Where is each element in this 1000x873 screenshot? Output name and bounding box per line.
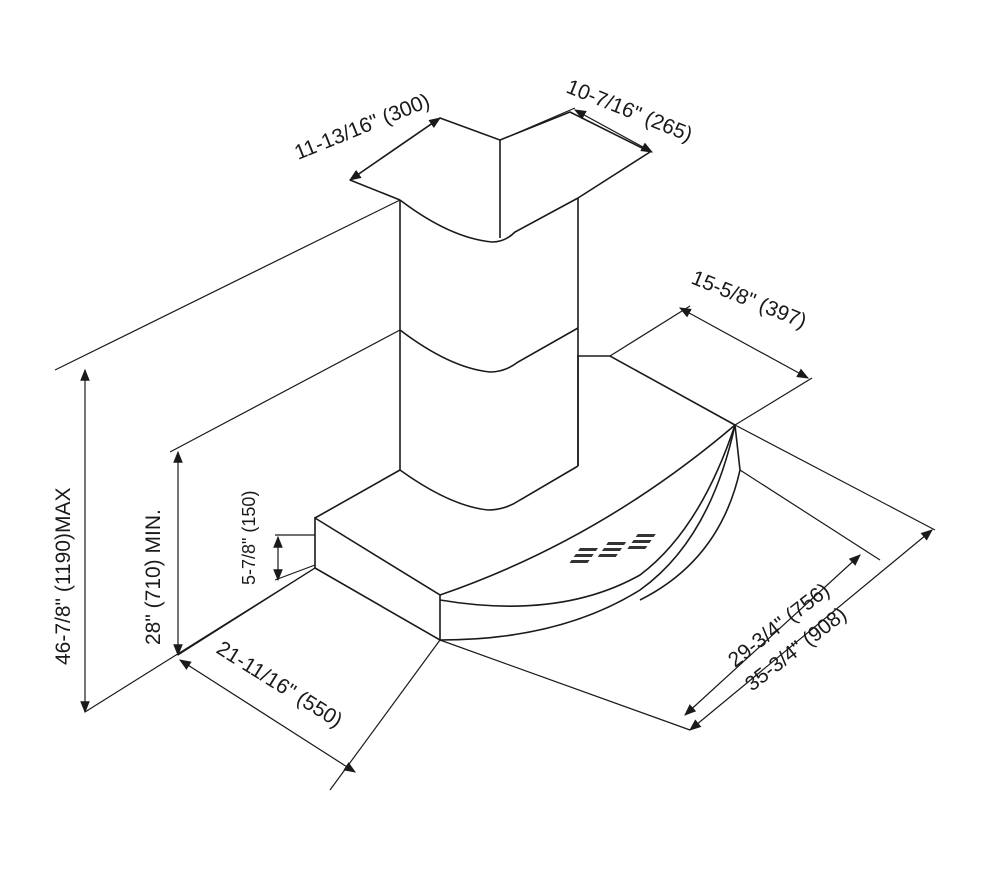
hood-thickness-label: 5-7/8" (150) [239,491,259,585]
min-height-label: 28" (710) MIN. [142,509,165,645]
dimension-lines [54,107,936,791]
hood-base [314,355,741,642]
side-depth-label: 21-11/16" (550) [212,637,346,733]
chimney [349,111,652,511]
control-vents [569,534,656,563]
hood-depth-label: 15-5/8" (397) [688,266,810,333]
max-height-label: 46-7/8" (1190)MAX [52,488,75,666]
chimney-width-label: 11-13/16" (300) [291,89,433,164]
chimney-depth-label: 10-7/16" (265) [563,75,695,146]
